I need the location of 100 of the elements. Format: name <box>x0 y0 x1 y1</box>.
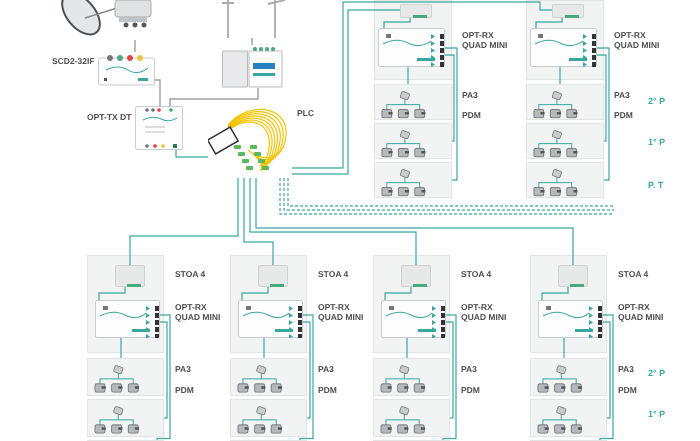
cable-line <box>541 287 569 300</box>
receiver-unit-drawing <box>238 300 303 338</box>
device-label: PA3 <box>318 364 334 374</box>
cable-line <box>169 88 259 106</box>
device-label: OPT-RX QUAD MINI <box>614 30 660 50</box>
termination-box <box>115 265 145 287</box>
device-label: OPT-RX QUAD MINI <box>175 302 222 322</box>
cable-line <box>255 178 574 265</box>
floor-panel <box>526 123 604 159</box>
cable-line <box>241 287 269 300</box>
termination-box <box>558 265 588 287</box>
device-label: OPT-RX QUAD MINI <box>461 302 508 322</box>
floor-label: 1° P <box>648 409 666 419</box>
building-panel <box>374 0 452 80</box>
cable-line <box>563 338 565 358</box>
cable-line <box>407 67 409 84</box>
floor-label: 1° P <box>648 137 666 147</box>
floor-label: 2° P <box>648 368 666 378</box>
device-label: PA3 <box>462 90 478 100</box>
cable-line <box>597 47 610 181</box>
antenna-mast-drawing <box>220 0 285 38</box>
device-label: PDM <box>618 385 637 395</box>
cable-line <box>303 321 311 419</box>
receiver-unit-drawing <box>378 28 445 67</box>
cable-line <box>160 321 168 419</box>
cable-line <box>299 314 314 440</box>
cable-line <box>442 314 457 440</box>
floor-label: P. T <box>648 180 664 190</box>
floor-panel <box>526 84 604 120</box>
floor-panel <box>374 123 452 159</box>
cable-line <box>597 54 607 142</box>
cable-line <box>263 338 265 358</box>
cable-line <box>406 338 408 358</box>
receiver-unit-drawing <box>381 300 446 338</box>
device-label: OPT-TX DT <box>87 112 132 122</box>
device-label: PA3 <box>614 90 630 100</box>
transmitter-unit-drawing <box>135 106 183 150</box>
floor-panel <box>373 358 450 396</box>
device-label: PLC <box>297 108 314 118</box>
cable-line <box>535 18 563 28</box>
termination-box <box>401 265 431 287</box>
building-panel <box>230 255 307 353</box>
cable-line <box>383 18 411 28</box>
floor-panel <box>373 399 450 437</box>
device-label: PDM <box>462 110 481 120</box>
cable-line <box>292 1 552 169</box>
device-label: STOA 4 <box>461 269 492 279</box>
building-panel <box>373 255 450 353</box>
amplifier-unit-drawing <box>222 45 283 88</box>
device-label: PA3 <box>175 364 191 374</box>
termination-box <box>552 4 584 18</box>
cable-line <box>134 40 136 52</box>
cable-line <box>129 178 239 265</box>
floor-panel <box>530 399 607 437</box>
cable-line <box>155 79 161 106</box>
termination-box <box>258 265 288 287</box>
floor-panel <box>374 84 452 120</box>
device-label: OPT-RX QUAD MINI <box>318 302 364 322</box>
building-panel <box>87 255 164 353</box>
termination-box <box>400 4 432 18</box>
device-label: STOA 4 <box>618 269 648 279</box>
cable-line <box>445 54 455 142</box>
cable-line <box>559 67 561 84</box>
cable-line <box>175 150 208 158</box>
cable-line <box>446 321 454 419</box>
cable-line <box>603 321 611 419</box>
building-panel <box>526 0 604 80</box>
floor-panel <box>230 358 307 396</box>
cable-line <box>445 47 458 181</box>
device-label: PDM <box>175 385 194 395</box>
floor-panel <box>87 358 164 396</box>
device-label: PA3 <box>461 364 477 374</box>
floor-panel <box>526 162 604 198</box>
receiver-unit-drawing <box>530 28 597 67</box>
cable-line <box>120 338 122 358</box>
cable-line <box>156 314 171 440</box>
cable-line <box>98 287 126 300</box>
device-label: PDM <box>318 385 337 395</box>
device-label: STOA 4 <box>175 269 206 279</box>
cable-line <box>251 38 253 45</box>
device-label: PDM <box>614 110 633 120</box>
device-label: SCD2-32IF <box>52 56 95 66</box>
receiver-unit-drawing <box>95 300 160 338</box>
cable-line <box>243 178 274 265</box>
cable-line <box>599 314 614 440</box>
floor-panel <box>530 358 607 396</box>
floor-panel <box>87 399 164 437</box>
cable-line <box>384 287 412 300</box>
device-label: STOA 4 <box>318 269 348 279</box>
device-label: OPT-RX QUAD MINI <box>462 30 508 50</box>
receiver-unit-drawing <box>538 300 603 338</box>
building-panel <box>530 255 607 353</box>
floor-panel <box>230 399 307 437</box>
switch-unit-drawing <box>98 52 155 86</box>
cable-line <box>249 178 417 265</box>
floor-panel <box>374 162 452 198</box>
device-label: OPT-RX QUAD MINI <box>618 302 664 322</box>
device-label: PDM <box>461 385 480 395</box>
floor-label: 2° P <box>648 96 666 106</box>
device-label: PA3 <box>618 364 634 374</box>
